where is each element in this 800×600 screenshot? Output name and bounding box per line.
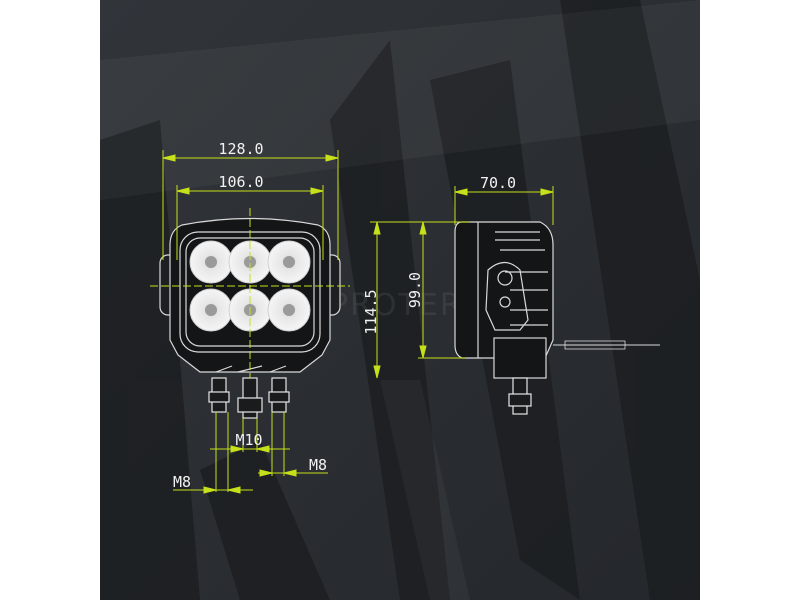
led-chip [205,256,217,268]
led-chip [283,304,295,316]
led-chip [244,256,256,268]
dim-overall-width-label: 128.0 [218,140,263,158]
background-highlights [100,0,700,600]
led-chip [205,304,217,316]
mounting-studs [208,377,290,419]
dim-center-stud-label: M10 [235,431,262,449]
side-view [454,221,660,379]
dim-body-height-label: 99.0 [406,272,424,308]
dim-right-stud-label: M8 [309,456,327,474]
dim-left-stud-label: M8 [173,473,191,491]
dim-depth-label: 70.0 [480,174,516,192]
side-stud [508,377,532,415]
dim-overall-height-label: 114.5 [362,289,380,334]
led-chip [283,256,295,268]
dim-lens-width-label: 106.0 [218,173,263,191]
dimension-lines [150,150,554,494]
